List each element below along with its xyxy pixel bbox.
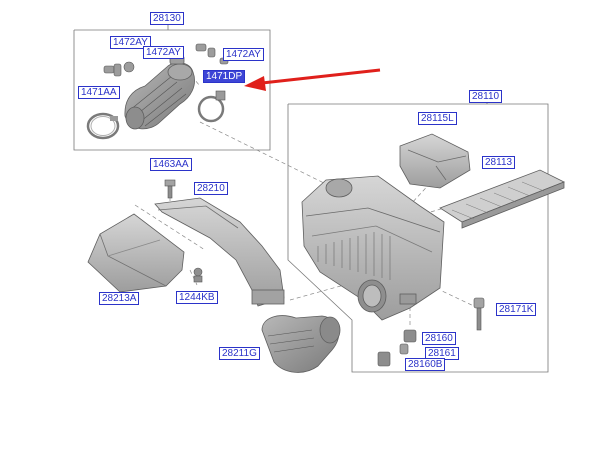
air-guide-28213A bbox=[87, 213, 185, 293]
filter-element-28113 bbox=[439, 169, 565, 229]
air-cleaner-housing-28110 bbox=[301, 175, 445, 321]
callout-28110[interactable]: 28110 bbox=[469, 90, 503, 103]
elbow-duct-28211G bbox=[261, 315, 341, 373]
bolt-1463AA bbox=[164, 179, 176, 199]
cover-28115L bbox=[399, 133, 471, 189]
callout-1472AY-center[interactable]: 1472AY bbox=[143, 46, 184, 59]
callout-28213A[interactable]: 28213A bbox=[99, 292, 140, 305]
callout-1471AA[interactable]: 1471AA bbox=[78, 86, 120, 99]
callout-28115L[interactable]: 28115L bbox=[418, 112, 457, 125]
hose-clamp-1471DP bbox=[197, 90, 226, 123]
mount-parts bbox=[377, 297, 485, 367]
callout-1463AA[interactable]: 1463AA bbox=[150, 158, 192, 171]
callout-28211G[interactable]: 28211G bbox=[219, 347, 260, 360]
callout-1472AY-left[interactable]: 1472AY bbox=[110, 36, 151, 49]
clip-parts-1472AY bbox=[103, 43, 229, 77]
frame-28110-group bbox=[287, 103, 549, 373]
screw-1244KB bbox=[193, 267, 203, 283]
frame-28130-group bbox=[73, 29, 271, 151]
callout-28130[interactable]: 28130 bbox=[150, 12, 184, 25]
callout-28210[interactable]: 28210 bbox=[194, 182, 228, 195]
red-pointer-arrow bbox=[244, 68, 381, 91]
air-intake-duct-28210 bbox=[154, 197, 285, 307]
callout-28160B[interactable]: 28160B bbox=[405, 358, 446, 371]
air-duct-hose-28130 bbox=[124, 55, 195, 130]
hose-clamp-1471AA bbox=[86, 112, 120, 140]
callout-28113[interactable]: 28113 bbox=[482, 156, 516, 169]
callout-28171K[interactable]: 28171K bbox=[496, 303, 537, 316]
callout-1471DP[interactable]: 1471DP bbox=[203, 70, 246, 83]
callout-1244KB[interactable]: 1244KB bbox=[176, 291, 218, 304]
callout-28160[interactable]: 28160 bbox=[422, 332, 456, 345]
callout-1472AY-right[interactable]: 1472AY bbox=[223, 48, 264, 61]
